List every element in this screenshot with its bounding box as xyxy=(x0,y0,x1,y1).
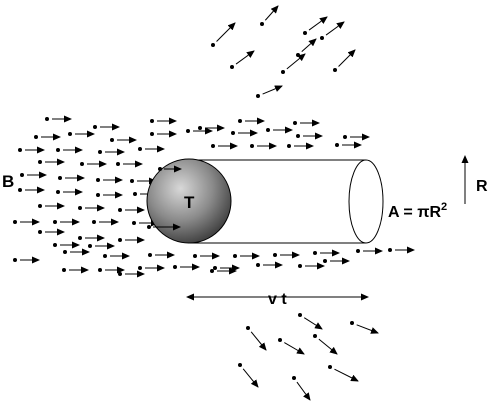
scattered-particle xyxy=(298,313,323,330)
scattered-particle xyxy=(333,49,356,72)
beam-particle xyxy=(80,160,107,168)
area-formula-exponent: 2 xyxy=(441,201,447,213)
beam-particle xyxy=(92,218,119,226)
scattered-particle xyxy=(238,363,259,388)
beam-particle xyxy=(150,117,177,125)
length-label: v t xyxy=(268,291,287,308)
beam-particle xyxy=(103,252,130,260)
beam-particle xyxy=(293,119,320,127)
beam-particle xyxy=(45,115,72,123)
beam-particle xyxy=(68,130,95,138)
beam-particle xyxy=(20,171,47,179)
scattered-particle xyxy=(260,5,279,26)
beam-particle xyxy=(213,264,240,272)
beam-particle xyxy=(266,126,293,134)
scattered-particle xyxy=(211,22,236,47)
beam-particle xyxy=(62,266,89,274)
beam-particle xyxy=(198,124,225,132)
beam-particle xyxy=(93,123,120,131)
beam-particle xyxy=(298,262,325,270)
beam-particle xyxy=(256,261,283,269)
beam-particle xyxy=(148,251,175,259)
beam-particle xyxy=(118,206,145,214)
beam-particle xyxy=(173,263,200,271)
area-formula-pi: π xyxy=(417,204,429,221)
radius-label: R xyxy=(476,178,488,195)
beam-particle xyxy=(118,236,145,244)
beam-particle xyxy=(211,142,238,150)
scattered-particle xyxy=(246,326,267,351)
beam-particle xyxy=(231,129,258,137)
beam-particle xyxy=(18,146,45,154)
beam-particle xyxy=(356,247,383,255)
target-sphere xyxy=(146,158,232,244)
beam-particle xyxy=(287,142,314,150)
beam-particle xyxy=(210,267,237,275)
beam-particle xyxy=(38,228,65,236)
beam-particle xyxy=(150,130,177,138)
scattered-particle xyxy=(281,53,306,74)
beam-particle xyxy=(98,148,125,156)
beam-particle xyxy=(18,186,45,194)
beam-particle xyxy=(343,133,370,141)
beam-particle xyxy=(78,234,105,242)
beam-particle xyxy=(296,132,323,140)
cylinder xyxy=(190,159,384,244)
beam-particle xyxy=(13,218,40,226)
beam-particle xyxy=(56,188,83,196)
beam-particle xyxy=(186,127,213,135)
area-formula: A = πR2 xyxy=(388,201,447,221)
scattered-particle xyxy=(320,21,345,40)
beam-particle xyxy=(138,264,165,272)
beam-particle xyxy=(238,117,265,125)
beam-particle xyxy=(96,176,123,184)
beam-particle xyxy=(38,158,65,166)
cylinder-end-ellipse xyxy=(348,159,384,244)
beam-through-target xyxy=(147,165,182,231)
beam-particle xyxy=(88,242,115,250)
beam-particle xyxy=(388,246,415,254)
beam-particle xyxy=(116,160,143,168)
scattered-particle xyxy=(313,334,338,355)
beam-particle xyxy=(96,191,123,199)
beam-particle xyxy=(250,142,277,150)
area-formula-lhs: A = xyxy=(388,204,417,221)
scattered-particle xyxy=(256,85,283,98)
beam-particle xyxy=(313,249,340,257)
beam-particle xyxy=(63,248,90,256)
beam-particle xyxy=(98,266,125,274)
beam-particle xyxy=(193,252,220,260)
beam-particle xyxy=(110,136,137,144)
beam-particle xyxy=(58,174,85,182)
incoming-beam xyxy=(13,115,415,278)
beam-particle xyxy=(13,256,40,264)
scattered-particle xyxy=(328,365,359,382)
scattered-particle xyxy=(230,50,255,69)
beam-particle xyxy=(118,270,145,278)
beam-particle xyxy=(335,141,362,149)
beam-particle xyxy=(38,202,65,210)
beam-particle xyxy=(34,133,61,141)
svg-text:A = πR2: A = πR2 xyxy=(388,201,447,221)
scattered-particle xyxy=(292,376,311,401)
scattered-particles-lower xyxy=(238,313,379,401)
beam-label: B xyxy=(2,172,14,191)
scattered-particle xyxy=(350,321,379,334)
scattered-particle xyxy=(296,38,317,57)
beam-particle xyxy=(138,145,165,153)
scattered-particle xyxy=(278,338,305,355)
beam-particle xyxy=(233,252,260,260)
scattered-particle xyxy=(303,16,328,35)
beam-particle xyxy=(56,146,83,154)
beam-particle xyxy=(53,241,80,249)
target-label: T xyxy=(184,193,195,212)
beam-particle xyxy=(78,204,105,212)
beam-particle xyxy=(323,257,350,265)
scattered-particles-upper xyxy=(211,5,356,98)
beam-particle xyxy=(273,251,300,259)
area-formula-r: R xyxy=(429,204,441,221)
beam-particle xyxy=(53,218,80,226)
